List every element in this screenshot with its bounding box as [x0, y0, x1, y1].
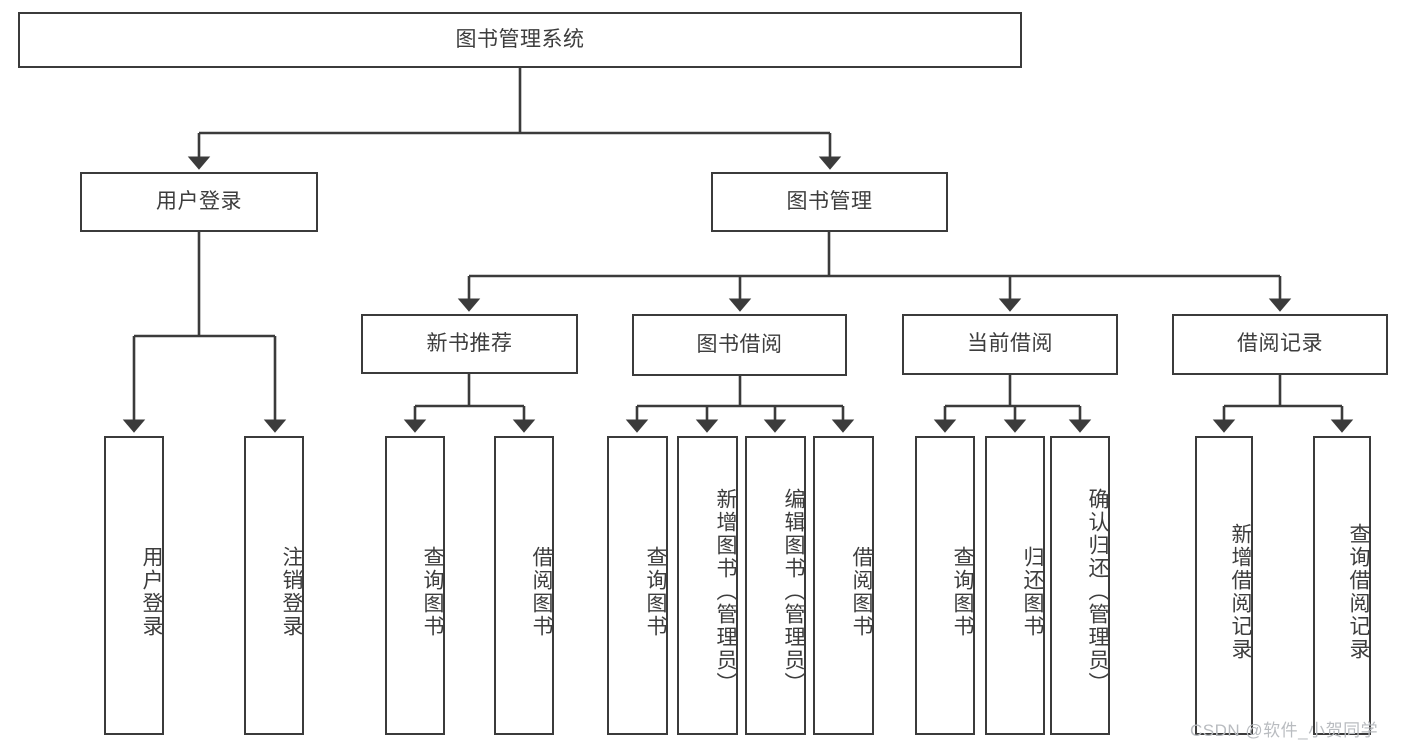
leaf-label: 归还图书 — [1021, 545, 1044, 638]
node-book-management[interactable]: 图书管理 — [711, 172, 948, 232]
node-leaf-logout-login[interactable]: 注销登录 — [244, 436, 304, 735]
leaf-label: 用户登录 — [140, 545, 163, 638]
node-leaf-edit-book[interactable]: 编辑图书（管理员） — [745, 436, 806, 735]
leaf-label: 编辑图书（管理员） — [782, 488, 805, 695]
leaf-label: 借阅图书 — [850, 545, 873, 638]
node-new-book-recommend[interactable]: 新书推荐 — [361, 314, 578, 374]
leaf-label: 确认归还（管理员） — [1086, 488, 1109, 695]
node-leaf-add-record[interactable]: 新增借阅记录 — [1195, 436, 1253, 735]
node-leaf-query-book-3[interactable]: 查询图书 — [915, 436, 975, 735]
node-leaf-user-login[interactable]: 用户登录 — [104, 436, 164, 735]
csdn-watermark: CSDN @软件_小贺同学 — [1190, 721, 1379, 740]
node-leaf-query-record[interactable]: 查询借阅记录 — [1313, 436, 1371, 735]
node-leaf-query-book-1[interactable]: 查询图书 — [385, 436, 445, 735]
node-leaf-borrow-book-2[interactable]: 借阅图书 — [813, 436, 874, 735]
node-leaf-return-book[interactable]: 归还图书 — [985, 436, 1045, 735]
node-borrow-record[interactable]: 借阅记录 — [1172, 314, 1388, 375]
leaf-label: 查询图书 — [644, 545, 667, 638]
leaf-label: 借阅图书 — [530, 545, 553, 638]
node-root-system[interactable]: 图书管理系统 — [18, 12, 1022, 68]
leaf-label: 查询图书 — [951, 545, 974, 638]
node-leaf-query-book-2[interactable]: 查询图书 — [607, 436, 668, 735]
leaf-label: 查询借阅记录 — [1347, 522, 1370, 661]
leaf-label: 新增借阅记录 — [1229, 522, 1252, 661]
node-leaf-borrow-book-1[interactable]: 借阅图书 — [494, 436, 554, 735]
node-leaf-add-book[interactable]: 新增图书（管理员） — [677, 436, 738, 735]
leaf-label: 新增图书（管理员） — [714, 488, 737, 695]
node-book-borrow[interactable]: 图书借阅 — [632, 314, 847, 376]
node-user-login[interactable]: 用户登录 — [80, 172, 318, 232]
leaf-label: 查询图书 — [421, 545, 444, 638]
node-current-borrow[interactable]: 当前借阅 — [902, 314, 1118, 375]
node-leaf-confirm-return[interactable]: 确认归还（管理员） — [1050, 436, 1110, 735]
leaf-label: 注销登录 — [280, 545, 303, 638]
